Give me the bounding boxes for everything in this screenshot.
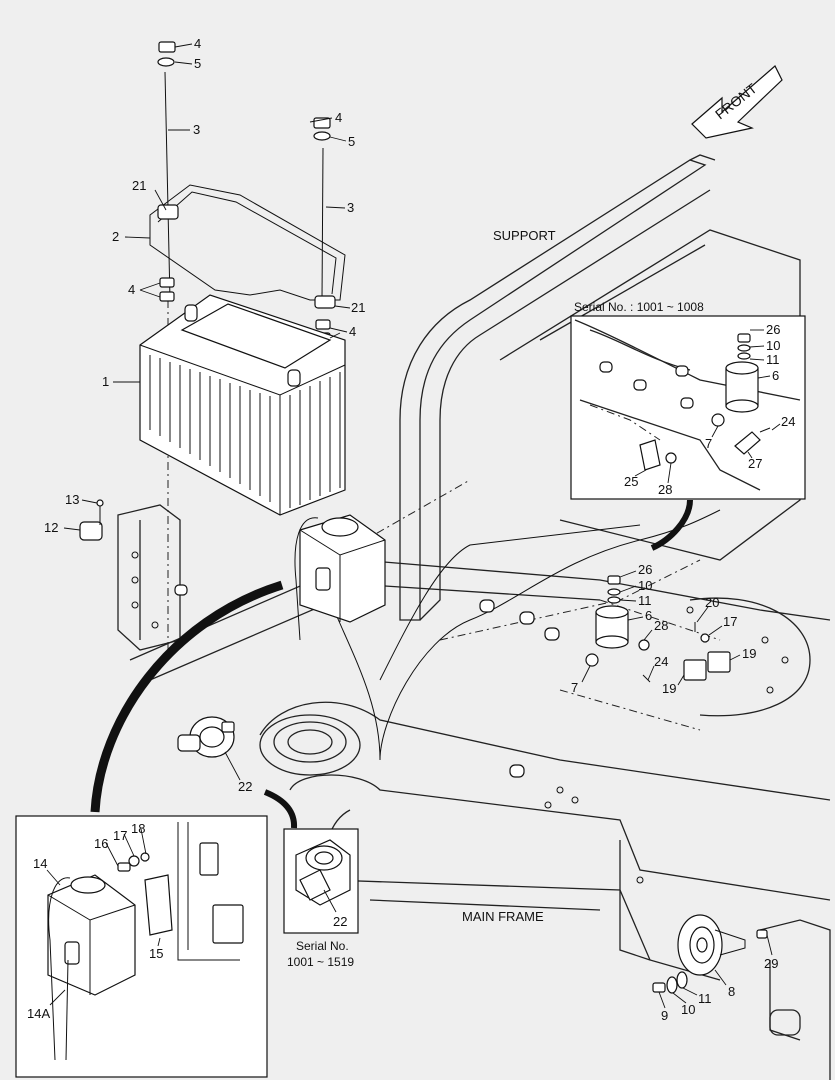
callout-6: 6: [645, 608, 652, 623]
main-frame-label: MAIN FRAME: [462, 909, 544, 924]
callout-21: 21: [132, 178, 146, 193]
support-label: SUPPORT: [493, 228, 556, 243]
callout-24: 24: [654, 654, 668, 669]
callout-19: 19: [662, 681, 676, 696]
serial-bottom-line2: 1001 ~ 1519: [287, 955, 354, 969]
callout-10: 10: [681, 1002, 695, 1017]
motor-22: [177, 716, 235, 758]
callout-19: 19: [742, 646, 756, 661]
callout-25: 25: [624, 474, 638, 489]
serial-top-label: Serial No. : 1001 ~ 1008: [574, 300, 704, 314]
callout-28: 28: [658, 482, 672, 497]
callout-22: 22: [333, 914, 347, 929]
callout-13: 13: [65, 492, 79, 507]
callout-22: 22: [238, 779, 252, 794]
callout-17: 17: [723, 614, 737, 629]
callout-10: 10: [638, 578, 652, 593]
front-arrow: FRONT: [691, 65, 783, 139]
callout-5: 5: [348, 134, 355, 149]
callout-29: 29: [764, 956, 778, 971]
callout-3: 3: [347, 200, 354, 215]
callout-1: 1: [102, 374, 109, 389]
callout-11: 11: [638, 593, 652, 608]
callout-21: 21: [351, 300, 365, 315]
callout-11: 11: [766, 352, 780, 367]
callout-20: 20: [705, 595, 719, 610]
callout-10: 10: [766, 338, 780, 353]
callout-11: 11: [698, 991, 712, 1006]
main-solenoid: [585, 575, 731, 683]
callout-12: 12: [44, 520, 58, 535]
callout-18: 18: [131, 821, 145, 836]
callout-4: 4: [335, 110, 342, 125]
callout-14a: 14A: [27, 1006, 50, 1021]
callout-4: 4: [194, 36, 201, 51]
washer-tank: [294, 514, 386, 641]
callout-9: 9: [661, 1008, 668, 1023]
horn-assembly: [652, 914, 768, 994]
callout-7: 7: [571, 680, 578, 695]
callout-16: 16: [94, 836, 108, 851]
serial-bottom-line1: Serial No.: [296, 939, 349, 953]
callout-6: 6: [772, 368, 779, 383]
callout-26: 26: [638, 562, 652, 577]
callout-2: 2: [112, 229, 119, 244]
callout-28: 28: [654, 618, 668, 633]
callout-numbers: 4 5 3 21 2 4 5 3 4 21 4 1 13 12 26 10 11…: [27, 36, 795, 1023]
callout-4: 4: [349, 324, 356, 339]
callout-5: 5: [194, 56, 201, 71]
callout-17: 17: [113, 828, 127, 843]
inset-solenoid-early: [570, 315, 806, 500]
inset-washer-tank: [15, 815, 268, 1078]
callout-7: 7: [705, 436, 712, 451]
callout-4: 4: [128, 282, 135, 297]
inset-motor-early: [283, 828, 359, 934]
callout-27: 27: [748, 456, 762, 471]
callout-24: 24: [781, 414, 795, 429]
callout-8: 8: [728, 984, 735, 999]
callout-26: 26: [766, 322, 780, 337]
callout-14: 14: [33, 856, 47, 871]
callout-3: 3: [193, 122, 200, 137]
battery-assembly: [79, 41, 346, 541]
callout-15: 15: [149, 946, 163, 961]
